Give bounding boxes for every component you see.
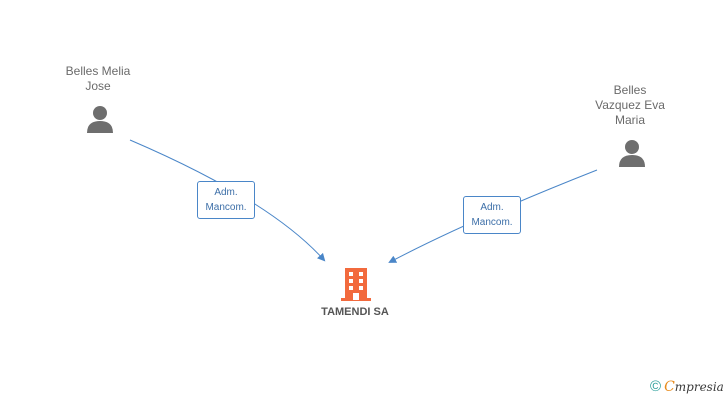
role-badge-right-line-2: Mancom.	[471, 217, 513, 228]
person-left-name-line-2: Jose	[85, 79, 111, 93]
role-badge-left-line-2: Mancom.	[205, 202, 247, 213]
company-name[interactable]: TAMENDI SA	[321, 306, 389, 318]
person-icon[interactable]	[85, 104, 115, 134]
person-right-name: Belles Vazquez Eva Maria	[570, 83, 690, 128]
person-left-name-line-1: Belles Melia	[65, 64, 131, 78]
empresia-watermark: ©Cmpresia	[650, 378, 724, 395]
person-right-name-line-1: Belles	[613, 83, 647, 97]
person-icon[interactable]	[617, 138, 647, 168]
role-badge-left-line-1: Adm.	[214, 187, 238, 198]
person-right-name-line-2: Vazquez Eva	[595, 98, 665, 112]
role-badge-right-line-1: Adm.	[480, 202, 504, 213]
copyright-symbol: ©	[650, 378, 662, 395]
role-badge-left[interactable]: Adm. Mancom.	[197, 181, 255, 219]
brand-name: mpresia	[674, 380, 724, 394]
building-icon[interactable]	[339, 267, 373, 301]
role-badge-right[interactable]: Adm. Mancom.	[463, 196, 521, 234]
person-left-name: Belles Melia Jose	[38, 64, 158, 94]
brand-initial: C	[664, 379, 675, 395]
person-right-name-line-3: Maria	[614, 113, 645, 127]
